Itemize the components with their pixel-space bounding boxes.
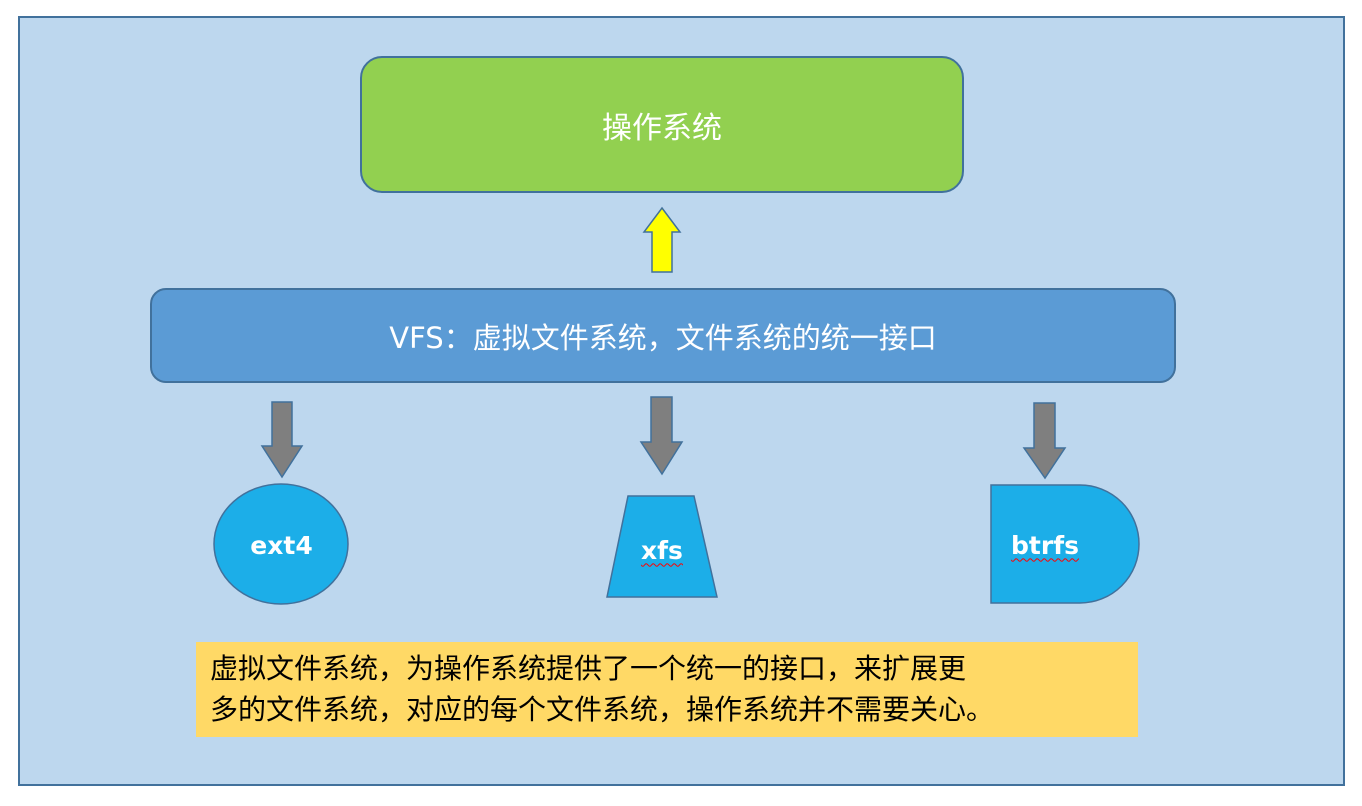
btrfs-delay-shape [990, 484, 1140, 604]
ext4-label: ext4 [250, 530, 313, 560]
os-box: 操作系统 [360, 56, 964, 193]
vfs-label: VFS：虚拟文件系统，文件系统的统一接口 [389, 320, 937, 355]
arrow-down-to-ext4 [260, 401, 304, 479]
arrow-down-to-btrfs [1022, 402, 1067, 480]
note-line-2: 多的文件系统，对应的每个文件系统，操作系统并不需要关心。 [210, 693, 995, 726]
xfs-trapezoid [606, 495, 718, 598]
vfs-box: VFS：虚拟文件系统，文件系统的统一接口 [150, 288, 1176, 383]
btrfs-label: btrfs [1011, 530, 1079, 560]
note-box: 虚拟文件系统，为操作系统提供了一个统一的接口，来扩展更 多的文件系统，对应的每个… [196, 642, 1138, 737]
xfs-label-wrap: xfs [606, 520, 718, 580]
note-line-1: 虚拟文件系统，为操作系统提供了一个统一的接口，来扩展更 [210, 652, 967, 685]
ext4-ellipse [213, 483, 349, 605]
os-label: 操作系统 [602, 110, 722, 146]
xfs-label: xfs [641, 535, 683, 565]
arrow-down-to-xfs [639, 396, 684, 476]
arrow-up-vfs-to-os [642, 206, 682, 273]
btrfs-label-wrap: btrfs [990, 515, 1100, 575]
